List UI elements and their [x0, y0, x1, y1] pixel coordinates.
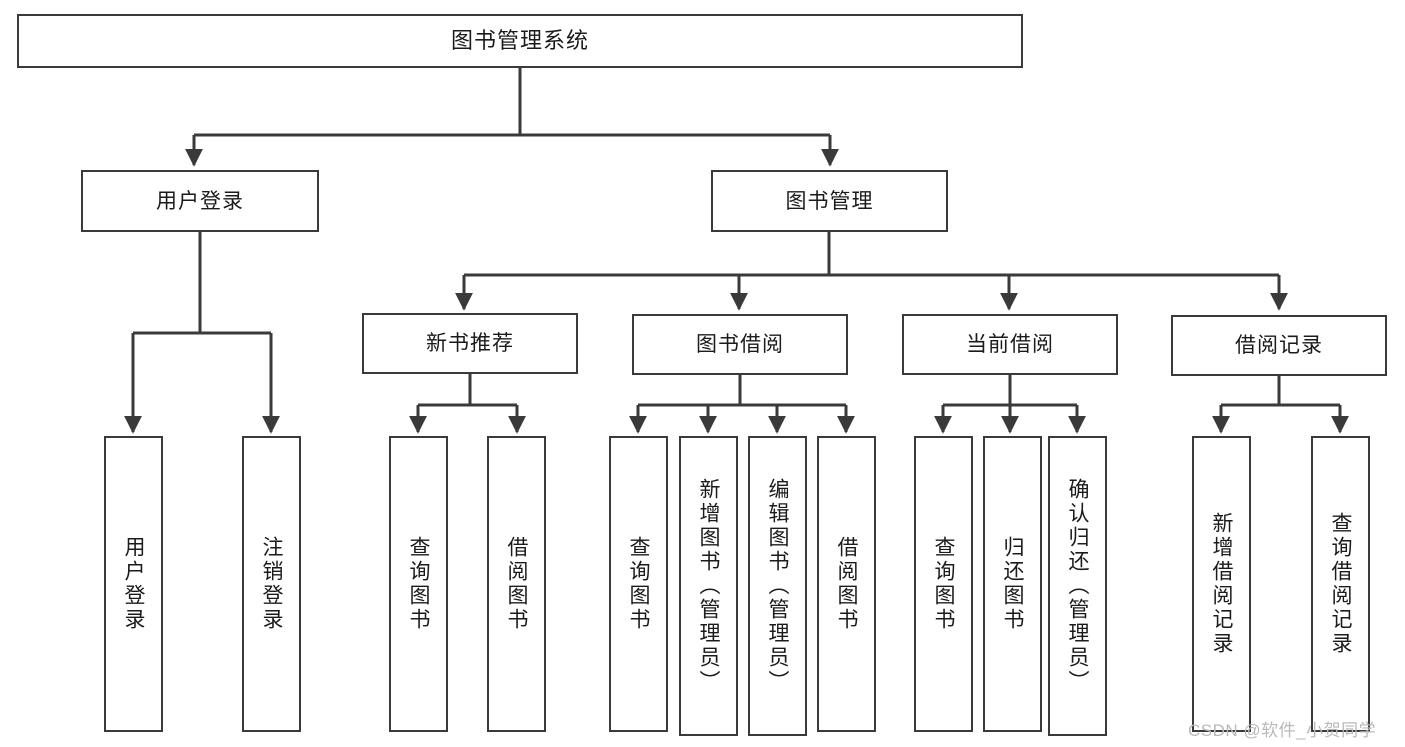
leaf-recommend-query-book[interactable]: 查询图书 — [389, 436, 448, 732]
node-book-management[interactable]: 图书管理 — [711, 170, 948, 232]
leaf-borrow-borrow-book[interactable]: 借阅图书 — [817, 436, 876, 732]
watermark-text: CSDN @软件_小贺同学 — [1188, 721, 1377, 740]
leaf-borrow-add-book-admin[interactable]: 新增图书（管理员） — [679, 436, 738, 736]
leaf-current-query-book[interactable]: 查询图书 — [914, 436, 973, 732]
node-new-book-recommend[interactable]: 新书推荐 — [362, 313, 578, 374]
leaf-borrow-edit-book-admin[interactable]: 编辑图书（管理员） — [748, 436, 807, 736]
leaf-user-login-logout[interactable]: 注销登录 — [242, 436, 301, 732]
node-current-borrow[interactable]: 当前借阅 — [902, 314, 1118, 375]
node-user-login[interactable]: 用户登录 — [81, 170, 319, 232]
leaf-current-confirm-return-admin[interactable]: 确认归还（管理员） — [1048, 436, 1107, 736]
leaf-user-login-login[interactable]: 用户登录 — [104, 436, 163, 732]
node-book-borrow[interactable]: 图书借阅 — [632, 314, 848, 375]
node-borrow-record[interactable]: 借阅记录 — [1171, 315, 1387, 376]
leaf-record-add-record[interactable]: 新增借阅记录 — [1192, 436, 1251, 732]
leaf-borrow-query-book[interactable]: 查询图书 — [609, 436, 668, 732]
leaf-record-query-record[interactable]: 查询借阅记录 — [1311, 436, 1370, 732]
leaf-current-return-book[interactable]: 归还图书 — [983, 436, 1042, 732]
node-root-system[interactable]: 图书管理系统 — [17, 14, 1023, 68]
leaf-recommend-borrow-book[interactable]: 借阅图书 — [487, 436, 546, 732]
